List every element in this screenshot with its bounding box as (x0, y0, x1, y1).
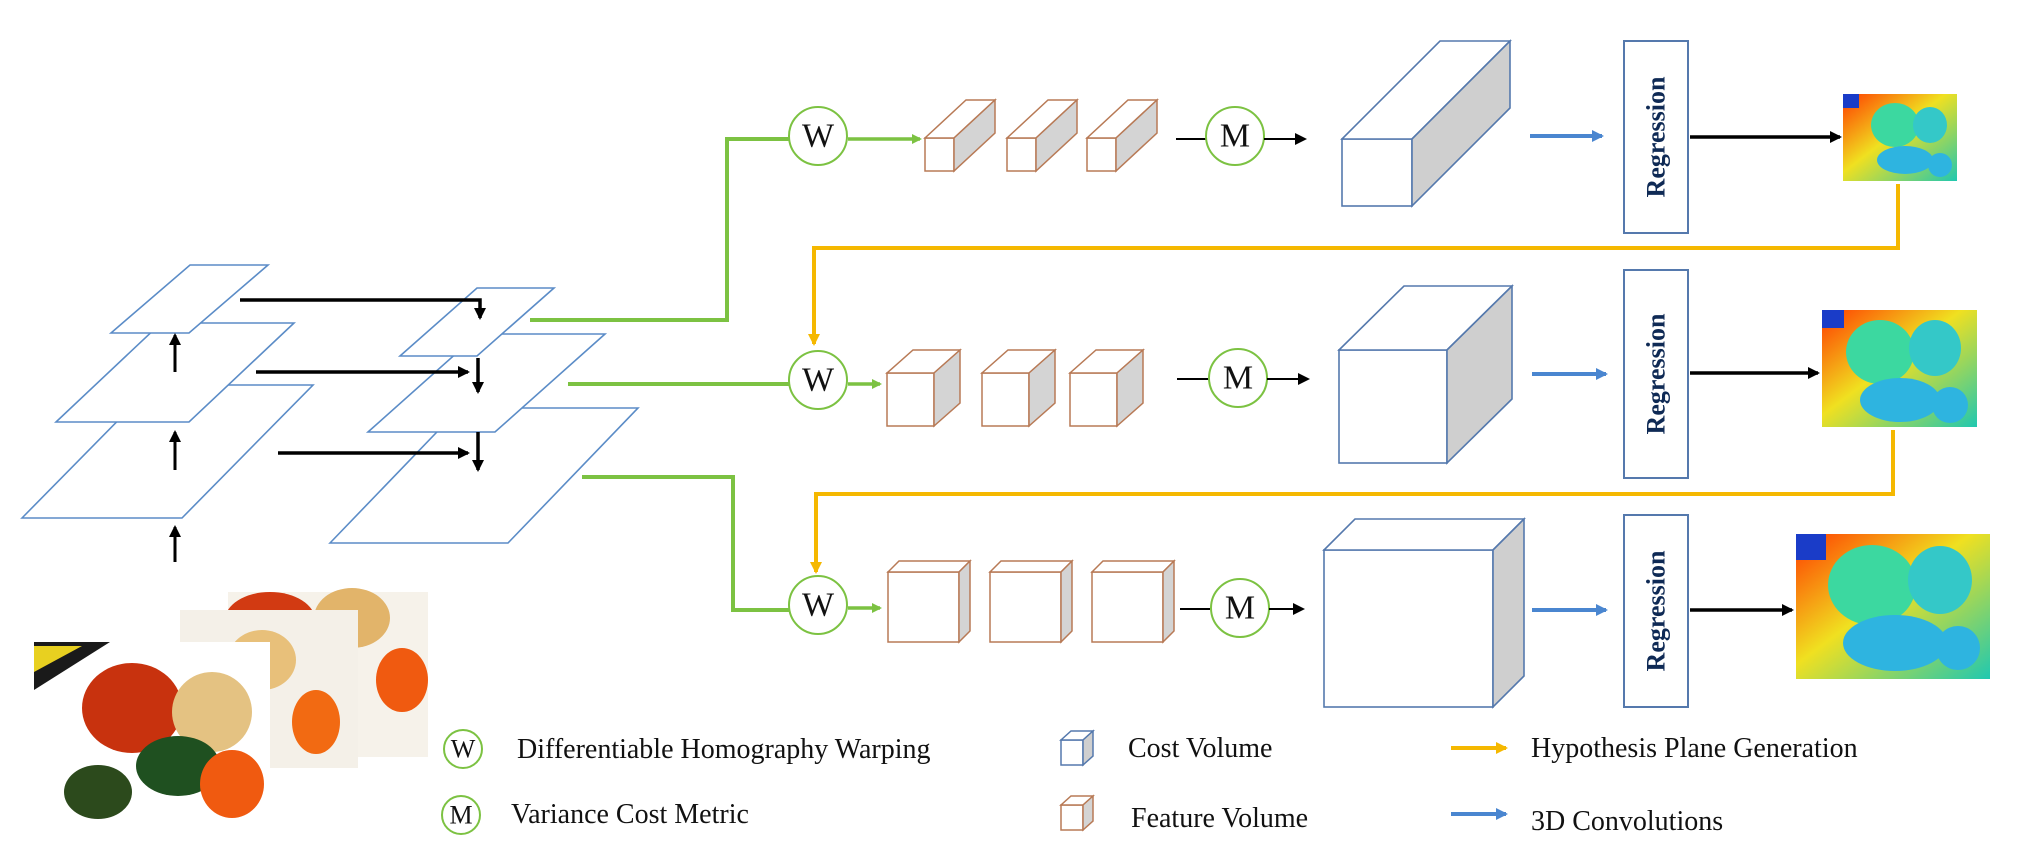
metric-symbol: M (1225, 590, 1255, 627)
feature-volume-cube (923, 98, 997, 173)
input-images (34, 588, 428, 822)
feature-volume-cube (980, 348, 1057, 428)
legend-cost-volume (1059, 729, 1095, 767)
green-feature-paths (530, 137, 790, 612)
legend-feature-volume (1059, 794, 1095, 832)
pyramid-plane-medium (365, 333, 608, 433)
warp-node (788, 350, 848, 410)
pyramid-plane-large (20, 384, 315, 519)
warp-node (788, 106, 848, 166)
regression-label: Regression (1642, 313, 1671, 434)
pyramid-plane-medium (53, 322, 297, 423)
legend-metric-symbol: M (449, 801, 472, 830)
legend-metric: M Variance Cost Metric (441, 795, 749, 835)
cost-volume (1322, 517, 1526, 709)
hypothesis-paths (808, 184, 1900, 574)
stage-3: W M (788, 514, 1990, 709)
feature-pyramid-right (328, 287, 640, 544)
legend-warp: W Differentiable Homography Warping (443, 729, 930, 769)
metric-symbol: M (1220, 118, 1250, 155)
cost-volume (1337, 284, 1514, 465)
cost-volume (1340, 39, 1512, 208)
legend-metric-label: Variance Cost Metric (511, 799, 749, 830)
lateral-arrows (240, 298, 486, 472)
regression-label: Regression (1642, 550, 1671, 671)
feature-volume-swatch (1060, 804, 1084, 831)
depth-map (1822, 310, 1977, 427)
legend-warp-label: Differentiable Homography Warping (517, 734, 930, 765)
legend-cost-volume-label: Cost Volume (1128, 733, 1272, 764)
regression-box (1623, 40, 1689, 234)
cost-volume-swatch (1060, 739, 1084, 766)
legend-warp-symbol: W (451, 735, 476, 764)
feature-volume-cube (1068, 348, 1145, 428)
feature-volumes (886, 559, 1176, 644)
legend-feature-volume-label: Feature Volume (1131, 803, 1308, 834)
feature-volume-cube (885, 348, 962, 428)
feature-volume-cube (1085, 98, 1159, 173)
regression-label: Regression (1642, 76, 1671, 197)
feature-pyramid-left (20, 264, 315, 519)
pyramid-plane-small (108, 264, 271, 334)
depth-map (1796, 534, 1990, 679)
warp-symbol: W (802, 362, 835, 399)
pyramid-plane-small (397, 287, 557, 357)
metric-node (1205, 106, 1265, 166)
feature-volume-cube (1090, 559, 1176, 644)
legend-conv3d-label: 3D Convolutions (1531, 806, 1723, 837)
stage-2: W M (788, 269, 1977, 479)
legend-hypothesis-label: Hypothesis Plane Generation (1531, 733, 1858, 764)
metric-symbol: M (1223, 360, 1253, 397)
feature-volume-cube (886, 559, 972, 644)
feature-volumes (885, 348, 1145, 428)
regression-box (1623, 269, 1689, 479)
regression-box (1623, 514, 1689, 708)
warp-node (788, 575, 848, 635)
feature-volume-cube (1005, 98, 1079, 173)
depth-map (1843, 94, 1957, 181)
legend: W Differentiable Homography Warping M Va… (441, 729, 1858, 837)
warp-symbol: W (802, 587, 835, 624)
feature-volumes (923, 98, 1159, 173)
warp-symbol: W (802, 118, 835, 155)
stage-1: W M (788, 39, 1957, 234)
feature-volume-cube (988, 559, 1074, 644)
